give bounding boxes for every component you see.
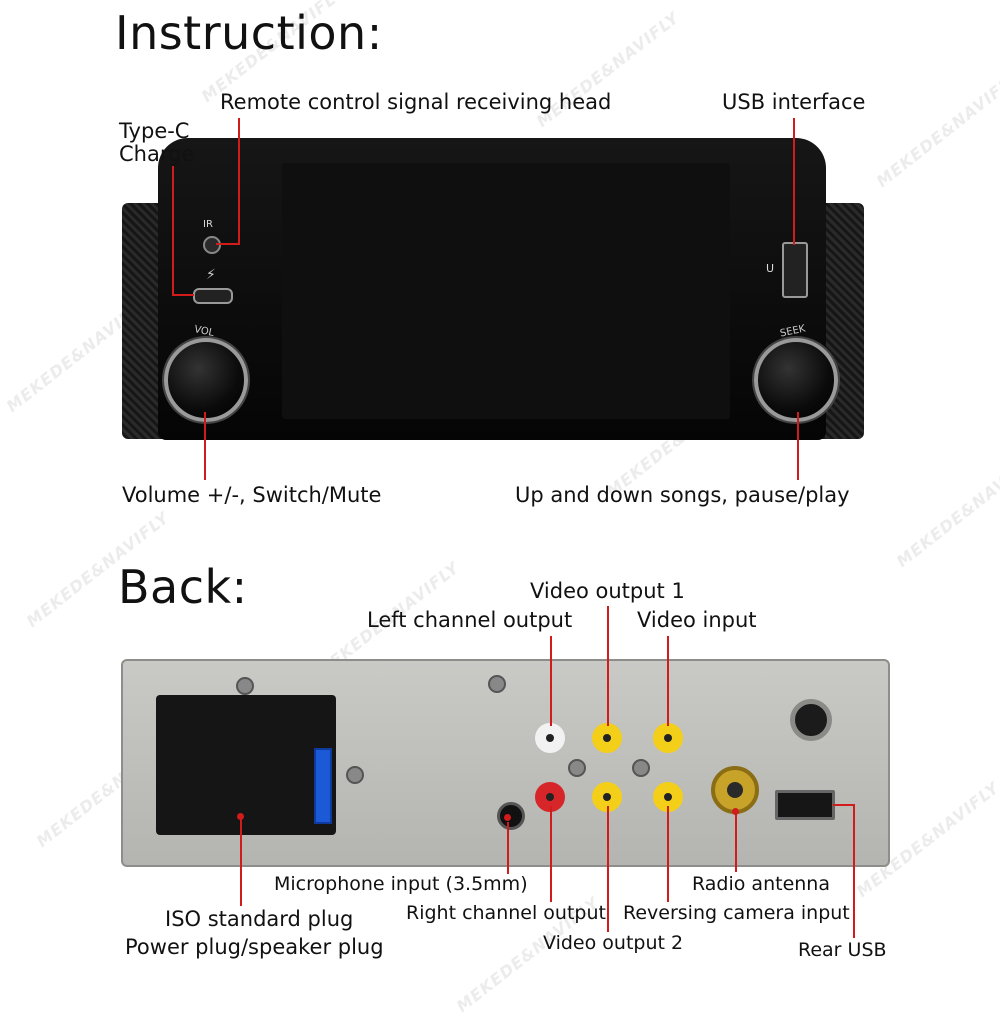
iso-connector (156, 695, 336, 835)
ir-sensor (203, 236, 221, 254)
rear-usb-port (775, 790, 835, 820)
volume-knob[interactable] (164, 338, 248, 422)
label-left-channel: Left channel output (367, 608, 573, 632)
rca-left-out (535, 723, 565, 753)
label-usb-interface: USB interface (722, 90, 866, 114)
label-reversing-camera: Reversing camera input (623, 902, 850, 924)
leader-iso (240, 816, 242, 906)
screw (488, 675, 506, 693)
watermark: MEKEDE&NAVIFLY (892, 447, 1000, 572)
label-songs: Up and down songs, pause/play (515, 483, 850, 507)
leader-camera (667, 806, 669, 902)
label-rear-usb: Rear USB (798, 939, 887, 961)
microphone-jack (497, 802, 525, 830)
label-remote-receiver: Remote control signal receiving head (220, 90, 612, 114)
label-typec-line1: Type-C (119, 119, 190, 143)
leader-dot (237, 813, 244, 820)
instruction-title: Instruction: (115, 6, 383, 60)
rca-video-in (653, 723, 683, 753)
label-iso-line1: ISO standard plug (165, 907, 354, 931)
label-video-output-2: Video output 2 (543, 932, 684, 954)
label-volume: Volume +/-, Switch/Mute (122, 483, 382, 507)
fuse (314, 748, 332, 824)
back-title: Back: (118, 560, 248, 614)
leader-dot (504, 814, 511, 821)
leader-dot (732, 808, 739, 815)
display-screen (282, 163, 730, 419)
label-radio-antenna: Radio antenna (692, 873, 830, 895)
screw (346, 766, 364, 784)
label-microphone: Microphone input (3.5mm) (274, 873, 528, 895)
leader-songs (797, 412, 799, 480)
label-iso-line2: Power plug/speaker plug (125, 935, 384, 959)
screw (632, 759, 650, 777)
leader-usb (793, 118, 795, 245)
front-usb-port (782, 242, 808, 298)
leader-video-in (667, 636, 669, 726)
type-c-port (193, 288, 233, 304)
leader-video-out-2 (607, 806, 609, 932)
leader-microphone (507, 822, 509, 874)
leader-volume (204, 412, 206, 480)
leader-left-channel (550, 636, 552, 726)
label-video-output-1: Video output 1 (530, 579, 685, 603)
watermark: MEKEDE&NAVIFLY (872, 67, 1000, 192)
label-typec-line2: Charge (119, 142, 195, 166)
rca-video-out-1 (592, 723, 622, 753)
label-right-channel: Right channel output (406, 902, 606, 924)
antenna-socket (711, 766, 759, 814)
leader-typec (172, 294, 194, 296)
label-video-input: Video input (637, 608, 757, 632)
screw (236, 677, 254, 695)
usb-u-label: U (766, 262, 775, 275)
leader-remote (238, 118, 240, 245)
ir-label: IR (203, 219, 213, 230)
leader-video-out-1 (607, 606, 609, 726)
leader-remote (216, 243, 240, 245)
leader-rear-usb (853, 804, 855, 938)
leader-typec (172, 166, 174, 296)
screw (568, 759, 586, 777)
seek-knob[interactable] (754, 338, 838, 422)
leader-right-channel (550, 806, 552, 902)
leader-antenna (735, 812, 737, 872)
lightning-icon: ⚡ (206, 267, 216, 283)
leader-rear-usb (833, 804, 855, 806)
cable-grommet (790, 699, 832, 741)
